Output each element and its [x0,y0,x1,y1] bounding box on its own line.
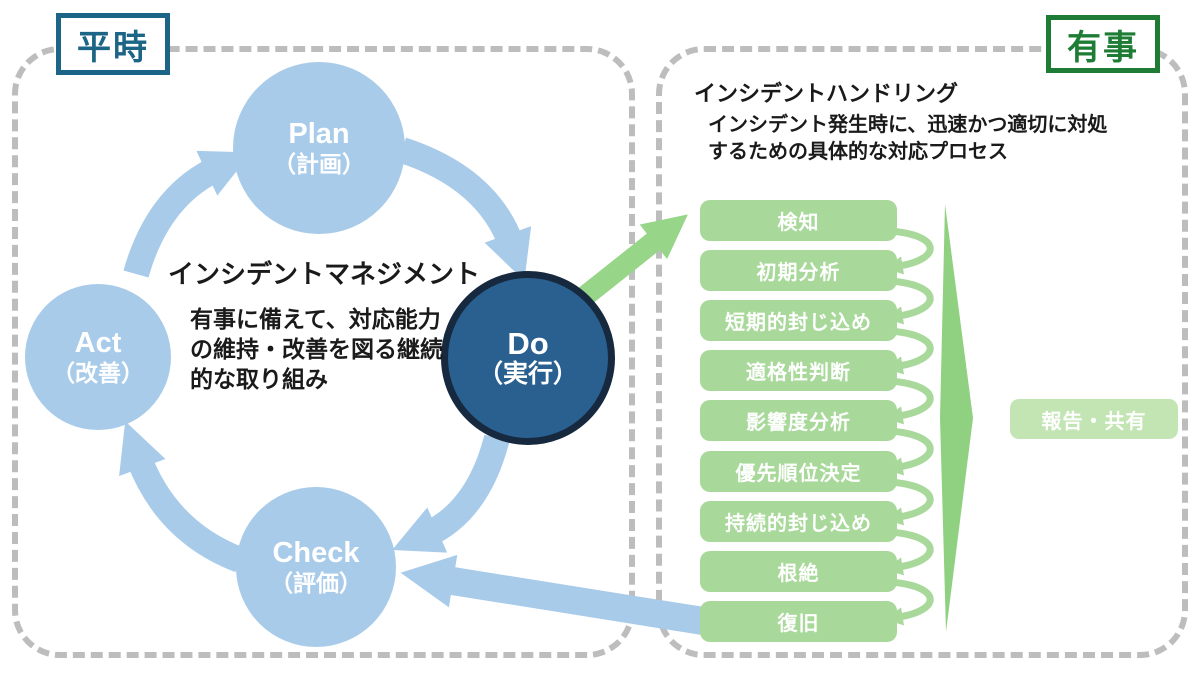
step-connector-7 [884,528,934,576]
cycle-arrow-act-to-plan [123,150,252,278]
cycle-arrow-plan-to-do [397,137,532,281]
report-share-box: 報告・共有 [1010,399,1178,439]
plan-sublabel: （計画） [273,151,365,177]
cycle-arrow-check-to-act [119,421,245,573]
step-connector-6 [884,478,934,526]
emergency-tag: 有事 [1046,15,1160,73]
act-label: Act [74,327,122,359]
emergency-tag-label: 有事 [1067,28,1139,67]
emergency-zone-border [656,46,1188,658]
plan-label: Plan [288,118,350,150]
incident-handling-description: インシデント発生時に、迅速かつ適切に対処 するための具体的な対応プロセス [708,114,1108,163]
step-connector-2 [884,277,934,325]
pdca-circle-check: Check （評価） [236,487,396,647]
escalation-arrow-do-to-detection [577,214,688,306]
step-eradication: 根絶 [700,551,897,592]
step-long-term-containment: 持続的封じ込め [700,501,897,542]
return-arrow-recovery-to-check [400,554,706,635]
incident-management-heading: インシデントマネジメント [168,259,481,289]
check-sublabel: （評価） [270,570,362,596]
step-connector-1 [884,227,934,275]
normal-times-tag: 平時 [56,13,170,75]
incident-handling-heading: インシデントハンドリング [694,81,959,106]
pdca-circle-plan: Plan （計画） [233,62,405,234]
step-impact-analysis: 影響度分析 [700,400,897,441]
check-label: Check [272,537,360,569]
step-detection: 検知 [700,200,897,241]
step-connector-3 [884,327,934,375]
incident-management-description: 有事に備えて、対応能力 の維持・改善を図る継続 的な取り組み [190,306,443,392]
pdca-circle-do: Do （実行） [441,271,615,445]
step-qualification-judgment: 適格性判断 [700,350,897,391]
step-prioritization: 優先順位決定 [700,451,897,492]
act-sublabel: （改善） [52,360,144,386]
step-connector-4 [884,377,934,425]
pdca-circle-act: Act （改善） [25,284,171,430]
cycle-arrow-do-to-check [392,434,510,553]
step-connector-8 [884,578,934,626]
step-initial-analysis: 初期分析 [700,250,897,291]
do-label: Do [507,326,549,361]
report-pennant-shape [940,204,973,632]
step-short-term-containment: 短期的封じ込め [700,300,897,341]
normal-times-zone-border [12,46,635,658]
step-recovery: 復旧 [700,601,897,642]
step-connector-5 [884,427,934,476]
normal-times-tag-label: 平時 [77,28,149,67]
do-sublabel: （実行） [477,360,578,388]
